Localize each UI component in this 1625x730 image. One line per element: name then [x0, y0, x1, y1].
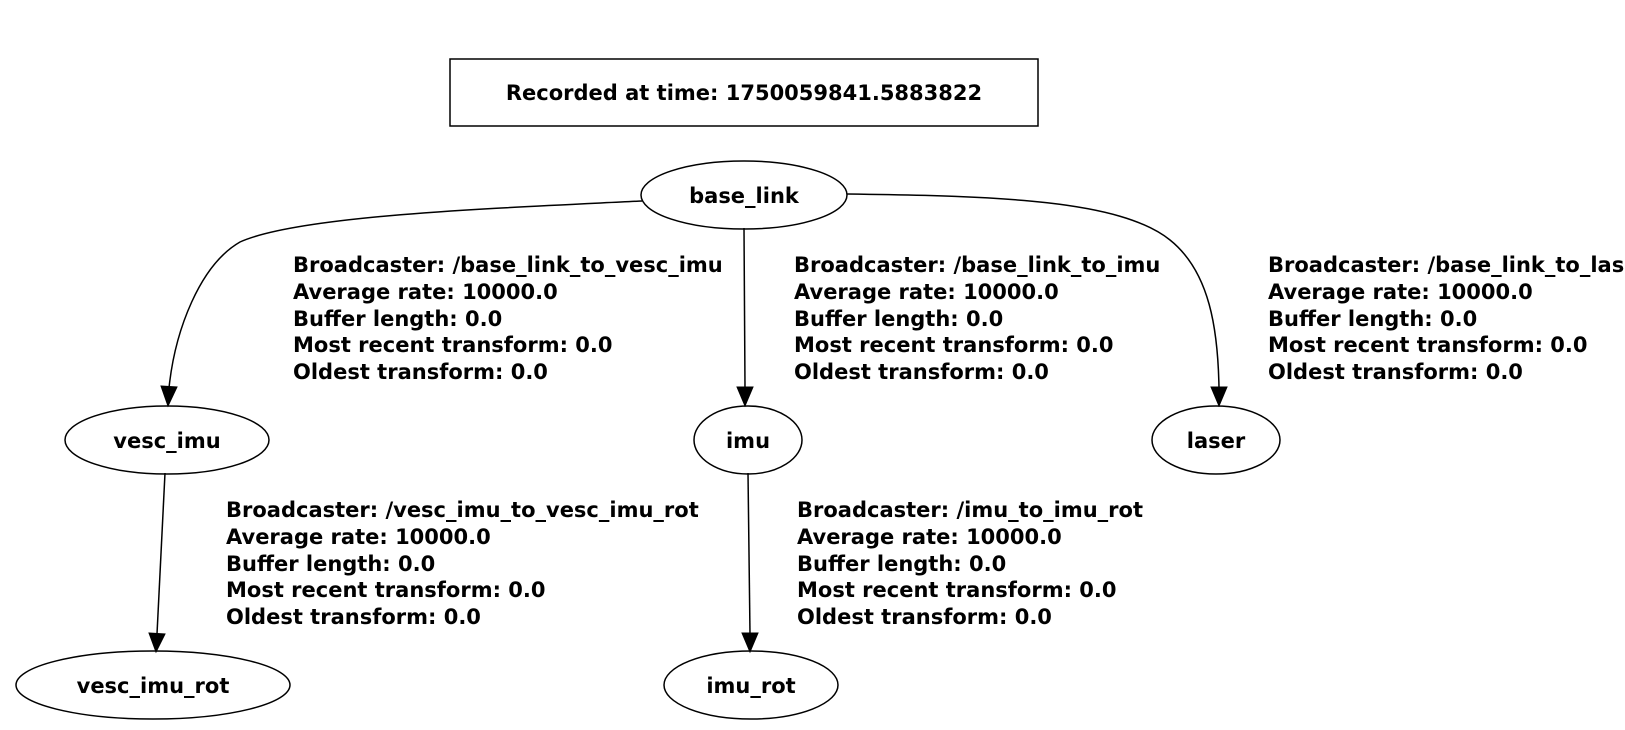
recorded-time-label: Recorded at time: 1750059841.5883822	[506, 81, 982, 105]
buffer-length-text: Buffer length: 0.0	[293, 307, 502, 331]
average-rate-text: Average rate: 10000.0	[226, 525, 491, 549]
buffer-length-text: Buffer length: 0.0	[794, 307, 1003, 331]
oldest-transform-text: Oldest transform: 0.0	[794, 360, 1049, 384]
edge-base-link-to-laser	[846, 193, 1228, 408]
node-ellipse	[693, 405, 803, 475]
node-ellipse	[64, 405, 270, 475]
broadcaster-text: Broadcaster: /base_link_to_imu	[794, 253, 1160, 277]
node-ellipse	[15, 650, 291, 720]
arrowhead	[736, 386, 754, 408]
node-label: imu_rot	[706, 674, 795, 698]
most-recent-transform-text: Most recent transform: 0.0	[794, 333, 1114, 357]
arrowhead	[741, 632, 759, 654]
node-base-link: base_link	[640, 160, 848, 230]
node-label: imu	[726, 429, 770, 453]
most-recent-transform-text: Most recent transform: 0.0	[1268, 333, 1588, 357]
edge-imu-to-imu-rot	[741, 472, 759, 654]
arrowhead	[1210, 386, 1228, 408]
edge-line	[747, 472, 751, 635]
edge-line	[846, 193, 1220, 389]
node-ellipse	[640, 160, 848, 230]
broadcaster-text: Broadcaster: /imu_to_imu_rot	[797, 498, 1143, 522]
oldest-transform-text: Oldest transform: 0.0	[293, 360, 548, 384]
arrowhead	[148, 632, 166, 654]
edge-line	[156, 472, 166, 635]
average-rate-text: Average rate: 10000.0	[1268, 280, 1533, 304]
edge-label-base-link-to-laser: Broadcaster: /base_link_to_laser Average…	[1268, 253, 1625, 384]
recorded-time-box: Recorded at time: 1750059841.5883822	[449, 58, 1039, 127]
edge-label-imu-to-imu-rot: Broadcaster: /imu_to_imu_rot Average rat…	[797, 498, 1143, 629]
edge-base-link-to-vesc-imu	[160, 200, 643, 408]
most-recent-transform-text: Most recent transform: 0.0	[293, 333, 613, 357]
buffer-length-text: Buffer length: 0.0	[1268, 307, 1477, 331]
oldest-transform-text: Oldest transform: 0.0	[1268, 360, 1523, 384]
average-rate-text: Average rate: 10000.0	[293, 280, 558, 304]
node-label: laser	[1187, 429, 1246, 453]
oldest-transform-text: Oldest transform: 0.0	[797, 605, 1052, 629]
edge-vesc-imu-to-vesc-imu-rot	[148, 472, 166, 654]
broadcaster-text: Broadcaster: /vesc_imu_to_vesc_imu_rot	[226, 498, 699, 522]
arrowhead	[160, 385, 178, 408]
most-recent-transform-text: Most recent transform: 0.0	[226, 578, 546, 602]
oldest-transform-text: Oldest transform: 0.0	[226, 605, 481, 629]
node-vesc-imu-rot: vesc_imu_rot	[15, 650, 291, 720]
edge-label-base-link-to-vesc-imu: Broadcaster: /base_link_to_vesc_imu Aver…	[293, 253, 723, 384]
node-imu-rot: imu_rot	[663, 650, 839, 720]
node-label: vesc_imu	[113, 429, 220, 453]
edge-label-base-link-to-imu: Broadcaster: /base_link_to_imu Average r…	[794, 253, 1160, 384]
edge-line	[743, 227, 746, 389]
node-label: vesc_imu_rot	[77, 674, 230, 698]
edge-line	[168, 200, 643, 389]
average-rate-text: Average rate: 10000.0	[794, 280, 1059, 304]
edge-label-vesc-imu-to-vesc-imu-rot: Broadcaster: /vesc_imu_to_vesc_imu_rot A…	[226, 498, 699, 629]
edge-base-link-to-imu	[736, 227, 754, 408]
average-rate-text: Average rate: 10000.0	[797, 525, 1062, 549]
node-imu: imu	[693, 405, 803, 475]
broadcaster-text: Broadcaster: /base_link_to_laser	[1268, 253, 1625, 277]
node-ellipse	[1151, 405, 1281, 475]
most-recent-transform-text: Most recent transform: 0.0	[797, 578, 1117, 602]
recorded-time-frame	[449, 58, 1039, 127]
buffer-length-text: Buffer length: 0.0	[226, 552, 435, 576]
buffer-length-text: Buffer length: 0.0	[797, 552, 1006, 576]
node-laser: laser	[1151, 405, 1281, 475]
node-ellipse	[663, 650, 839, 720]
broadcaster-text: Broadcaster: /base_link_to_vesc_imu	[293, 253, 723, 277]
node-vesc-imu: vesc_imu	[64, 405, 270, 475]
node-label: base_link	[689, 184, 800, 208]
